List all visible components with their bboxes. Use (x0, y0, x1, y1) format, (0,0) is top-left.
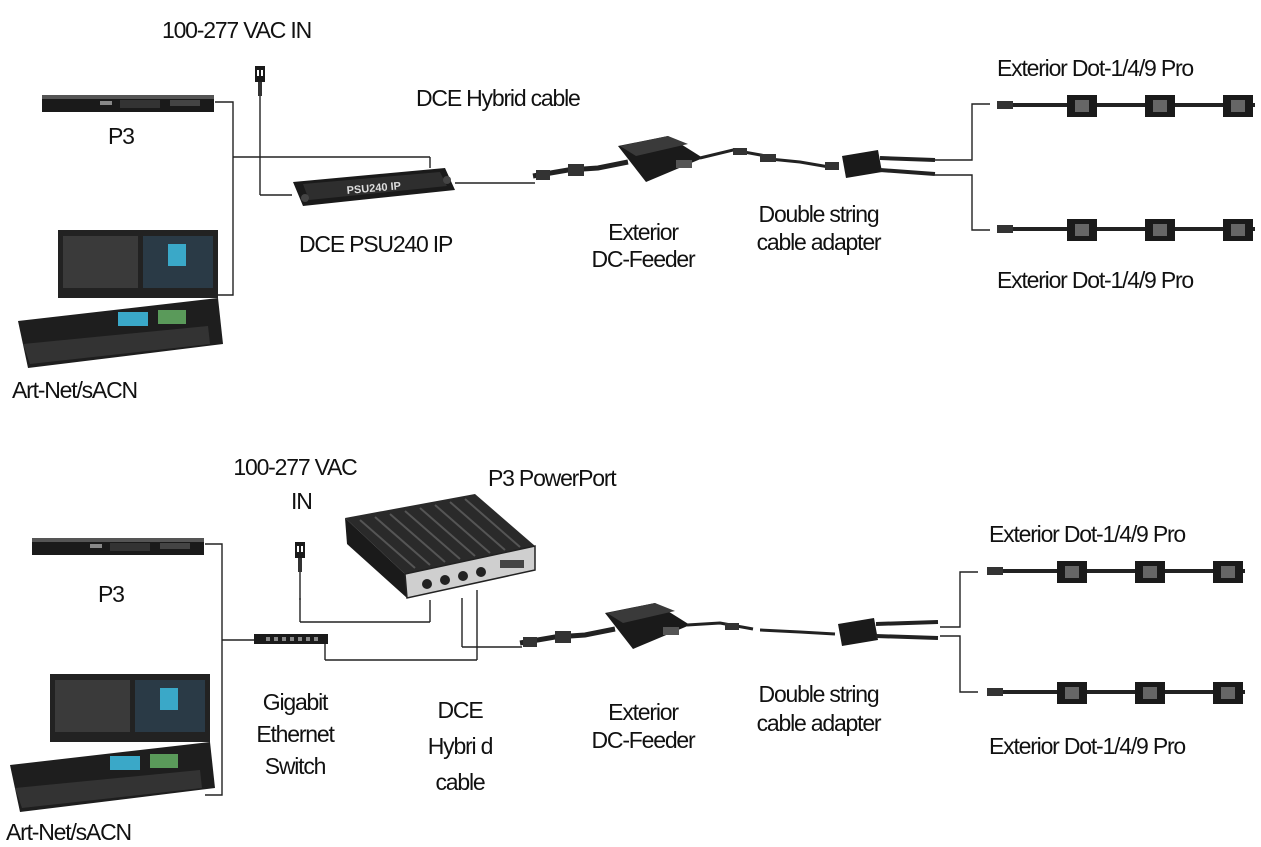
bottom-powerport-label: P3 PowerPort (488, 465, 617, 491)
bottom-vac-label-line1: 100-277 VAC (233, 454, 357, 480)
bottom-feeder-label-line1: Exterior (608, 699, 679, 725)
top-psu-label: DCE PSU240 IP (299, 231, 453, 257)
bottom-dot-lower-label: Exterior Dot-1/4/9 Pro (989, 733, 1186, 759)
bottom-dot-upper-label: Exterior Dot-1/4/9 Pro (989, 521, 1186, 547)
top-vac-in-label: 100-277 VAC IN (162, 17, 312, 43)
bottom-hybrid-label-line2: Hybri d (427, 733, 494, 759)
dot-string-upper (997, 95, 1255, 117)
top-feeder-label-line1: Exterior (608, 219, 679, 245)
double-string-adapter-unit (760, 150, 936, 178)
top-hybrid-cable-label: DCE Hybrid cable (416, 85, 581, 111)
bottom-feeder-label-line2: DC-Feeder (591, 727, 696, 753)
bottom-switch-label-line1: Gigabit (262, 689, 329, 715)
top-adapter-label-line2: cable adapter (756, 229, 882, 255)
p3-processor-unit-bottom (32, 538, 204, 555)
bottom-switch-label-line3: Switch (264, 753, 327, 779)
psu240-ip-unit: PSU240 IP (293, 168, 455, 206)
top-adapter-label: Double string cable adapter (746, 202, 891, 254)
top-artnet-label: Art-Net/sACN (12, 377, 138, 403)
bottom-vac-label: 100-277 VAC IN (210, 455, 380, 513)
ac-power-plug-icon-bottom (295, 542, 305, 600)
dc-feeder-unit (532, 136, 767, 182)
bottom-adapter-label: Double string cable adapter (746, 682, 891, 735)
top-feeder-label: Exterior DC-Feeder (578, 220, 708, 271)
lighting-console (18, 230, 223, 368)
bottom-hybrid-label-line1: DCE (437, 697, 484, 723)
gigabit-switch-unit (254, 634, 328, 644)
bottom-switch-label: Gigabit Ethernet Switch (245, 690, 345, 778)
top-dot-lower-label: Exterior Dot-1/4/9 Pro (997, 267, 1194, 293)
lighting-console-bottom (10, 674, 215, 812)
dc-feeder-unit-bottom (519, 603, 754, 649)
psu-device-label: PSU240 IP (346, 180, 401, 197)
top-adapter-label-line1: Double string (758, 201, 880, 227)
bottom-p3-label: P3 (98, 581, 125, 607)
bottom-adapter-label-line2: cable adapter (756, 710, 882, 736)
bottom-adapter-label-line1: Double string (758, 681, 880, 707)
p3-powerport-unit (345, 494, 536, 599)
p3-processor-unit (42, 95, 214, 112)
top-feeder-label-line2: DC-Feeder (591, 246, 696, 272)
ac-power-plug-icon (255, 66, 265, 122)
bottom-hybrid-label-line3: cable (435, 769, 486, 795)
top-dot-upper-label: Exterior Dot-1/4/9 Pro (997, 55, 1194, 81)
bottom-feeder-label: Exterior DC-Feeder (578, 700, 708, 752)
bottom-vac-label-line2: IN (291, 488, 313, 514)
bottom-switch-label-line2: Ethernet (256, 721, 335, 747)
double-string-adapter-unit-bottom (760, 618, 939, 646)
top-p3-label: P3 (108, 123, 135, 149)
bottom-artnet-label: Art-Net/sACN (6, 819, 132, 845)
dot-string-lower (997, 219, 1255, 241)
dot-string-upper-bottom (987, 561, 1245, 583)
bottom-hybrid-label: DCE Hybri d cable (410, 698, 510, 794)
dot-string-lower-bottom (987, 682, 1245, 704)
